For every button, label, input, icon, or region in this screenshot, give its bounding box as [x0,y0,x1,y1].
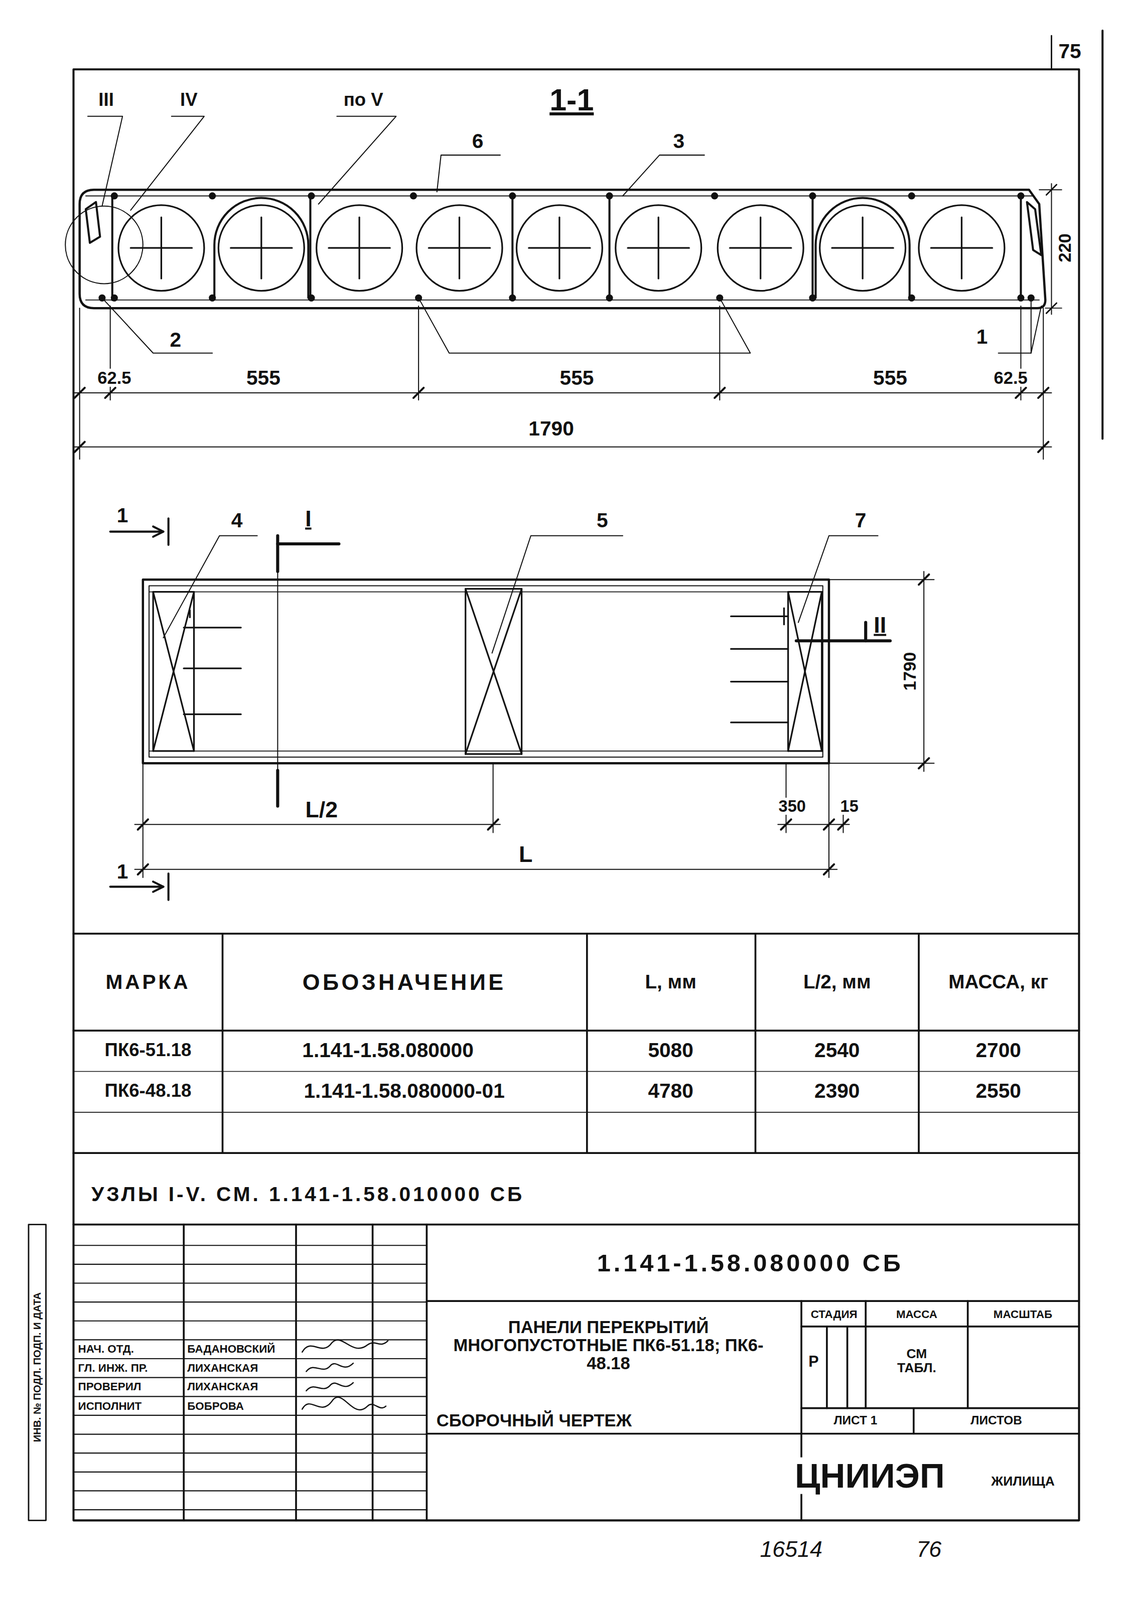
title-block-text: НАЧ. ОТД. [76,1343,136,1355]
drawing-label: 1 [115,504,130,527]
title-block-text: ЛИСТОВ [968,1414,1024,1428]
drawing-label: 1-1 [547,83,596,116]
drawing-label: 1 [115,861,130,883]
table-cell: L, мм [638,971,703,993]
title-block-text: БАДАНОВСКИЙ [185,1343,277,1355]
title-block-text: ЛИХАНСКАЯ [185,1362,260,1375]
drawing-label: 555 [244,366,283,389]
title-block-text: ИСПОЛНИТ [76,1400,144,1413]
sheet-number: 16514 [758,1537,824,1562]
drawing-label: II [872,612,888,637]
title-block-text: Р [806,1353,820,1370]
drawing-label: 5 [595,509,610,532]
drawing-label: IV [178,90,200,110]
drawing-label: 3 [671,129,687,152]
table-cell: МАССА, кг [940,971,1057,993]
drawing-label: 555 [871,366,909,389]
table-cell: 2540 [812,1039,862,1061]
drawing-label: III [96,90,116,110]
table-cell: МАРКА [103,970,192,993]
table-cell: 2700 [973,1039,1023,1061]
table-cell: ПК6-51.18 [103,1040,194,1060]
title-block-text: ЛИСТ 1 [831,1414,879,1428]
drawing-label: 2 [168,329,184,351]
sheet-number: 75 [1056,40,1083,62]
title-block-text: МАССА [894,1308,939,1321]
title-block-text: ИНВ. № ПОДЛ. ПОДП. И ДАТА [32,1291,44,1445]
table-cell: 4780 [646,1080,695,1102]
drawing-label: 62.5 [95,368,133,387]
table-cell: 1.141-1.58.080000-01 [302,1080,506,1102]
table-cell: ОБОЗНАЧЕНИЕ [301,969,508,994]
title-block-text: МАСШТАБ [992,1308,1054,1321]
title-block-text: БОБРОВА [185,1400,246,1413]
title-block-text: СТАДИЯ [809,1308,860,1321]
title-block-text: ЦНИИЭП [793,1457,947,1495]
drawing-label: 555 [558,366,596,389]
table-cell: 5080 [646,1039,695,1061]
table-cell: ПК6-48.18 [103,1081,194,1101]
drawing-label: 220 [1055,231,1074,264]
title-block-text: 1.141-1.58.080000 СБ [595,1250,906,1277]
drawing-label: L [517,842,534,867]
title-block-text: СМ ТАБЛ. [884,1347,949,1376]
drawing-label: 6 [470,129,486,152]
drawing-label: 62.5 [992,368,1029,387]
drawing-label: 1790 [900,650,919,693]
drawing-label: 1790 [526,417,576,440]
drawing-label: 7 [853,509,869,532]
drawing-label: 4 [229,509,245,532]
title-block-text: ЛИХАНСКАЯ [185,1380,260,1393]
drawing-label: 350 [777,797,808,815]
title-block-text: ЖИЛИЩА [989,1474,1056,1489]
drawing-label: по V [342,90,385,110]
table-cell: 2550 [973,1080,1023,1102]
table-cell: 1.141-1.58.080000 [300,1039,476,1061]
sheet-number: 76 [914,1537,943,1562]
title-block-text: СБОРОЧНЫЙ ЧЕРТЕЖ [435,1411,634,1430]
drawing-label: УЗЛЫ I-V. СМ. 1.141-1.58.010000 СБ [89,1183,526,1205]
table-cell: 2390 [812,1080,862,1102]
table-cell: L/2, мм [794,971,880,993]
drawing-label: L/2 [304,797,340,821]
drawing-label: 15 [838,797,861,815]
title-block-text: ПРОВЕРИЛ [76,1380,144,1393]
drawing-label: 1 [974,326,990,348]
title-block-text: ПАНЕЛИ ПЕРЕКРЫТИЙ МНОГОПУСТОТНЫЕ ПК6-51.… [438,1317,779,1373]
title-block-text: ГЛ. ИНЖ. ПР. [76,1362,150,1375]
drawing-label: I [303,506,313,531]
